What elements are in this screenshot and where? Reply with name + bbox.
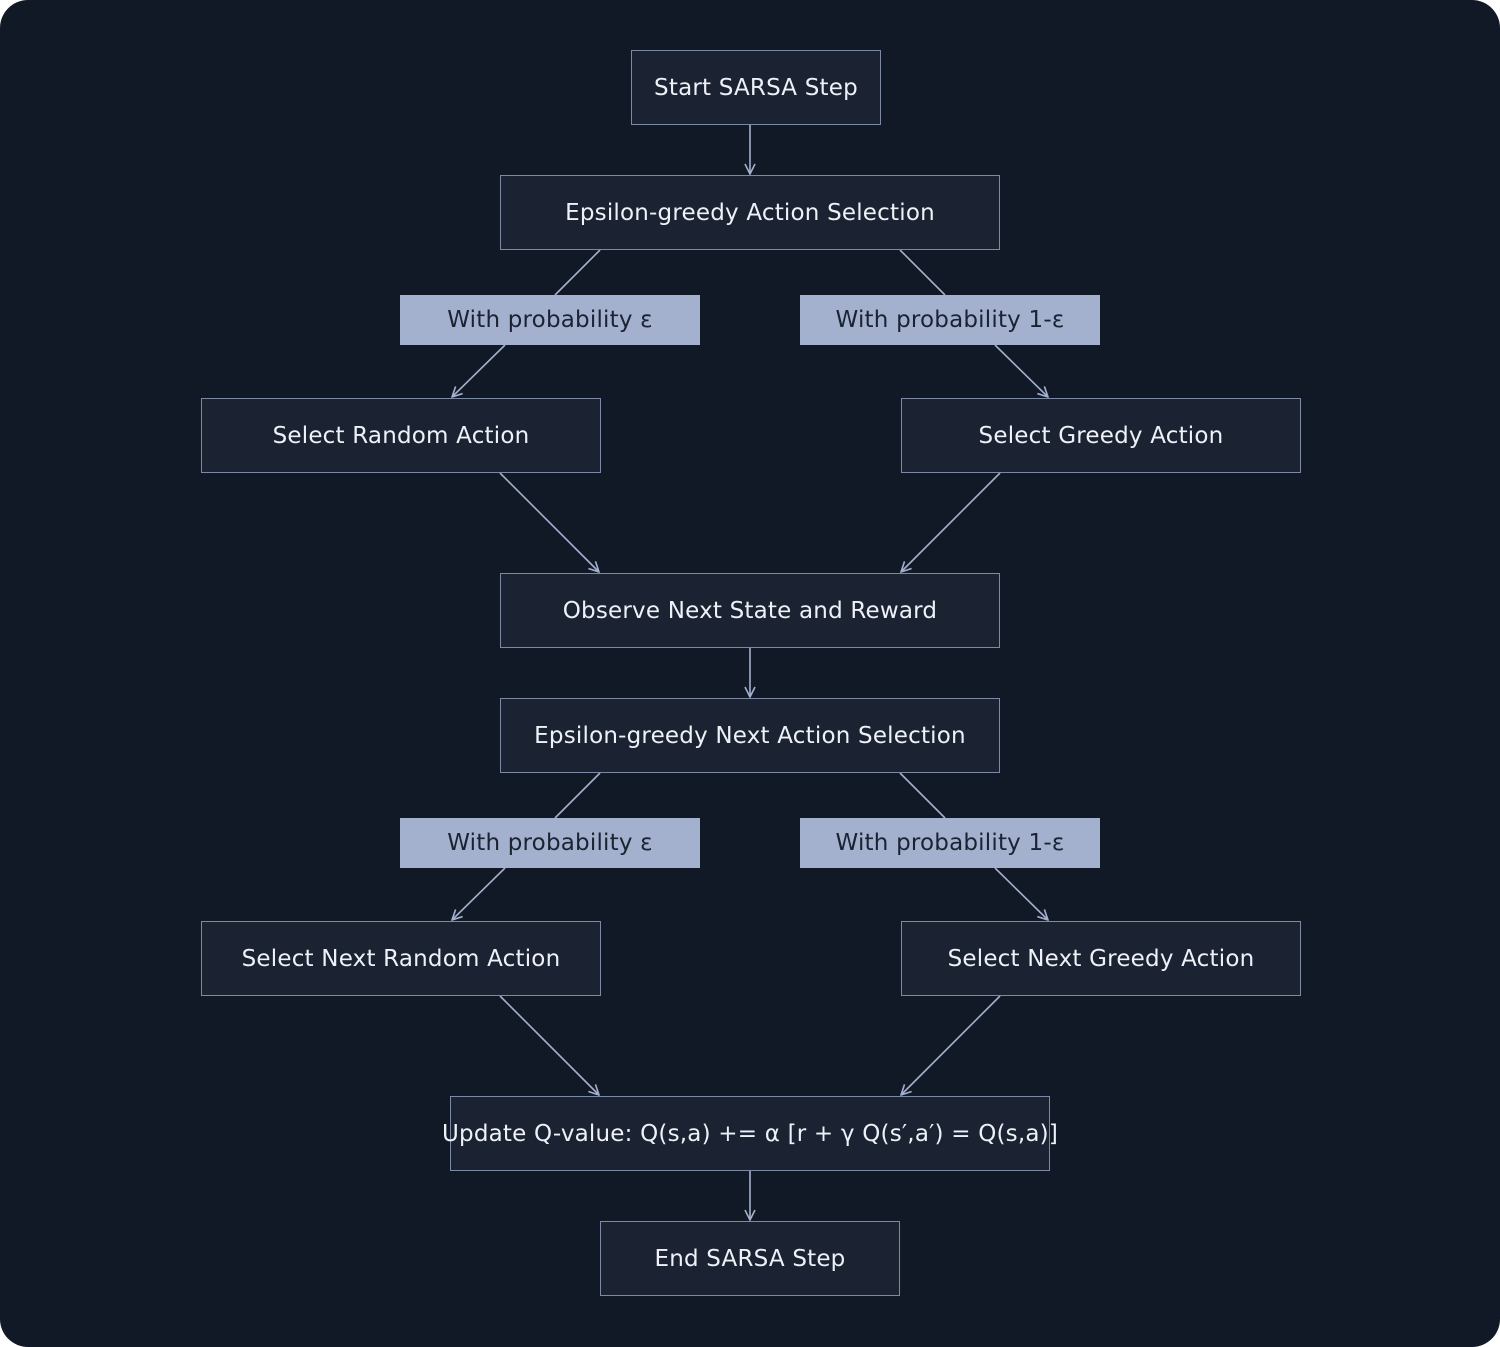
edge-greedy-action-to-observe [901, 472, 1001, 572]
start-sarsa-step-node: Start SARSA Step [631, 50, 881, 125]
edge-random-action-to-observe [499, 472, 599, 572]
select-next-random-action-node: Select Next Random Action [201, 921, 601, 996]
edge-action-selection-to-label-one-minus-eps [899, 249, 946, 296]
edge-next-greedy-action-to-update [901, 995, 1001, 1095]
action-selection-node: Epsilon-greedy Action Selection [500, 175, 1000, 250]
next-action-selection-node: Epsilon-greedy Next Action Selection [500, 698, 1000, 773]
observe-state-reward-node: Observe Next State and Reward [500, 573, 1000, 648]
select-greedy-action-node: Select Greedy Action [901, 398, 1301, 473]
edge-label-eps-to-next-random-action [452, 867, 506, 920]
end-sarsa-step-node: End SARSA Step [600, 1221, 900, 1296]
probability-one-minus-epsilon-label: With probability 1-ε [800, 295, 1100, 345]
next-probability-one-minus-epsilon-label: With probability 1-ε [800, 818, 1100, 868]
update-q-value-node: Update Q-value: Q(s,a) += α [r + γ Q(s′,… [442, 1096, 1058, 1171]
edge-label-one-minus-eps-to-next-greedy-action [994, 867, 1048, 920]
next-probability-epsilon-label: With probability ε [400, 818, 700, 868]
select-random-action-node: Select Random Action [201, 398, 601, 473]
edge-next-action-selection-to-label-one-minus-eps [899, 772, 946, 819]
edge-label-one-minus-eps-to-greedy-action [994, 344, 1048, 397]
edge-next-random-action-to-update [499, 995, 599, 1095]
edge-next-action-selection-to-label-eps [554, 772, 601, 819]
edge-label-eps-to-random-action [452, 344, 506, 397]
probability-epsilon-label: With probability ε [400, 295, 700, 345]
edge-action-selection-to-label-eps [554, 249, 601, 296]
select-next-greedy-action-node: Select Next Greedy Action [901, 921, 1301, 996]
